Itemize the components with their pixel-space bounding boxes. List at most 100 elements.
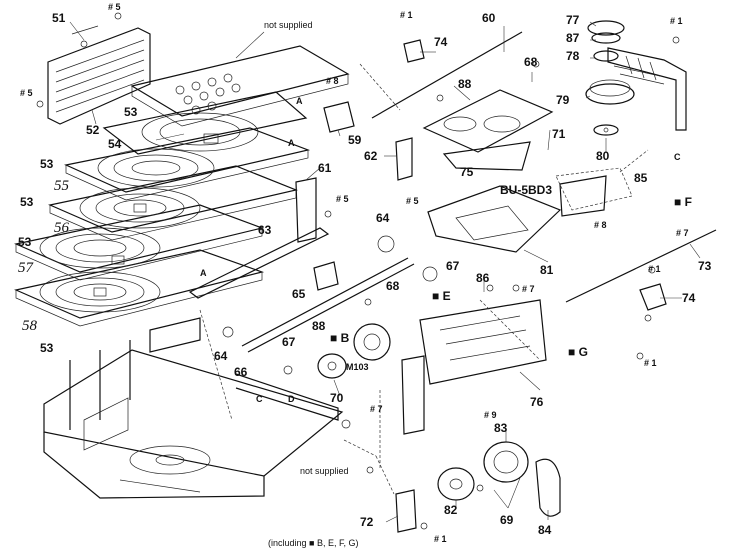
marker-a-2: A bbox=[288, 138, 295, 148]
label-82: 82 bbox=[444, 503, 458, 517]
bu-base bbox=[422, 89, 562, 253]
note-not-supplied-top: not supplied bbox=[264, 20, 313, 30]
clip-74-right bbox=[639, 283, 667, 311]
label-model-bu5bd3: BU-5BD3 bbox=[500, 183, 552, 197]
note-including: (including ■ B, E, F, G) bbox=[268, 538, 358, 548]
marker-a-1: A bbox=[296, 96, 303, 106]
label-73: 73 bbox=[698, 259, 712, 273]
screw-7-right: # 7 bbox=[522, 284, 535, 294]
label-53a: 53 bbox=[124, 105, 138, 119]
label-75: 75 bbox=[460, 165, 474, 179]
clip-74-top bbox=[403, 39, 425, 63]
marker-a-3: A bbox=[200, 268, 207, 278]
pcb-76 bbox=[401, 299, 547, 435]
part-65 bbox=[313, 261, 339, 291]
pulley-70 bbox=[317, 353, 347, 379]
label-68b: 68 bbox=[524, 55, 538, 69]
main-chassis bbox=[43, 317, 344, 499]
top-plate bbox=[130, 45, 350, 127]
label-87: 87 bbox=[566, 31, 580, 45]
switch-59 bbox=[323, 101, 355, 133]
label-74b: 74 bbox=[682, 291, 696, 305]
label-74a: 74 bbox=[434, 35, 448, 49]
screw-5-bracket: # 5 bbox=[406, 196, 419, 206]
bracket-62 bbox=[395, 137, 413, 181]
label-71: 71 bbox=[552, 127, 566, 141]
label-64b: 64 bbox=[214, 349, 228, 363]
label-72: 72 bbox=[360, 515, 374, 529]
label-60: 60 bbox=[482, 11, 496, 25]
front-panel bbox=[47, 25, 151, 125]
alignment-lines bbox=[199, 63, 649, 495]
label-88b: 88 bbox=[312, 319, 326, 333]
label-52: 52 bbox=[86, 123, 100, 137]
label-68a: 68 bbox=[386, 279, 400, 293]
screw-1-clip: # 1 bbox=[648, 264, 661, 274]
label-81: 81 bbox=[540, 263, 554, 277]
label-76: 76 bbox=[530, 395, 544, 409]
label-motor-m103: M103 bbox=[346, 362, 369, 372]
tray-1 bbox=[102, 91, 308, 155]
rail-63 bbox=[188, 227, 330, 299]
label-78: 78 bbox=[566, 49, 580, 63]
screw-1-bottom: # 1 bbox=[434, 534, 447, 544]
marker-g: ■ G bbox=[568, 345, 588, 359]
label-61: 61 bbox=[318, 161, 332, 175]
gear-83 bbox=[483, 441, 529, 483]
label-54: 54 bbox=[108, 137, 122, 151]
chassis-frame-85 bbox=[555, 167, 633, 217]
screw-1-top: # 1 bbox=[400, 10, 413, 20]
label-85: 85 bbox=[634, 171, 648, 185]
label-86: 86 bbox=[476, 271, 490, 285]
marker-f: ■ F bbox=[674, 195, 692, 209]
marker-c-right: C bbox=[674, 152, 681, 162]
right-bracket bbox=[585, 20, 687, 136]
screw-5-top: # 5 bbox=[108, 2, 121, 12]
label-84: 84 bbox=[538, 523, 552, 537]
label-51: 51 bbox=[52, 11, 66, 25]
label-53e: 53 bbox=[40, 341, 54, 355]
screw-8-right: # 8 bbox=[594, 220, 607, 230]
screw-9: # 9 bbox=[484, 410, 497, 420]
tray-5 bbox=[14, 249, 265, 327]
marker-c: C bbox=[256, 394, 263, 404]
fasteners bbox=[36, 12, 680, 530]
tray-4 bbox=[14, 204, 265, 281]
label-77: 77 bbox=[566, 13, 580, 27]
label-88a: 88 bbox=[458, 77, 472, 91]
label-53d: 53 bbox=[18, 235, 32, 249]
screw-5-mid: # 5 bbox=[336, 194, 349, 204]
label-79: 79 bbox=[556, 93, 570, 107]
label-65: 65 bbox=[292, 287, 306, 301]
screw-7-mid: # 7 bbox=[370, 404, 383, 414]
label-57: 57 bbox=[18, 260, 35, 276]
screw-5-left: # 5 bbox=[20, 88, 33, 98]
marker-e: ■ E bbox=[432, 289, 451, 303]
screw-7-shaft: # 7 bbox=[676, 228, 689, 238]
label-67b: 67 bbox=[282, 335, 296, 349]
label-67a: 67 bbox=[446, 259, 460, 273]
screw-8-top: # 8 bbox=[326, 76, 339, 86]
note-not-supplied-bottom: not supplied bbox=[300, 466, 349, 476]
label-53b: 53 bbox=[40, 157, 54, 171]
leader-lines bbox=[69, 21, 701, 523]
marker-b: ■ B bbox=[330, 331, 350, 345]
bracket-61 bbox=[295, 177, 317, 243]
label-56: 56 bbox=[54, 220, 70, 236]
shaft-60 bbox=[371, 31, 523, 119]
label-83: 83 bbox=[494, 421, 508, 435]
label-63: 63 bbox=[258, 223, 272, 237]
label-53c: 53 bbox=[20, 195, 34, 209]
label-64a: 64 bbox=[376, 211, 390, 225]
label-70: 70 bbox=[330, 391, 344, 405]
belt-84 bbox=[535, 458, 561, 517]
shaft-73 bbox=[565, 229, 717, 303]
marker-d: D bbox=[288, 394, 295, 404]
label-62: 62 bbox=[364, 149, 378, 163]
label-55: 55 bbox=[54, 178, 70, 194]
label-58: 58 bbox=[22, 318, 38, 334]
screw-1-right: # 1 bbox=[670, 16, 683, 26]
label-69: 69 bbox=[500, 513, 514, 527]
screw-1-g: # 1 bbox=[644, 358, 657, 368]
